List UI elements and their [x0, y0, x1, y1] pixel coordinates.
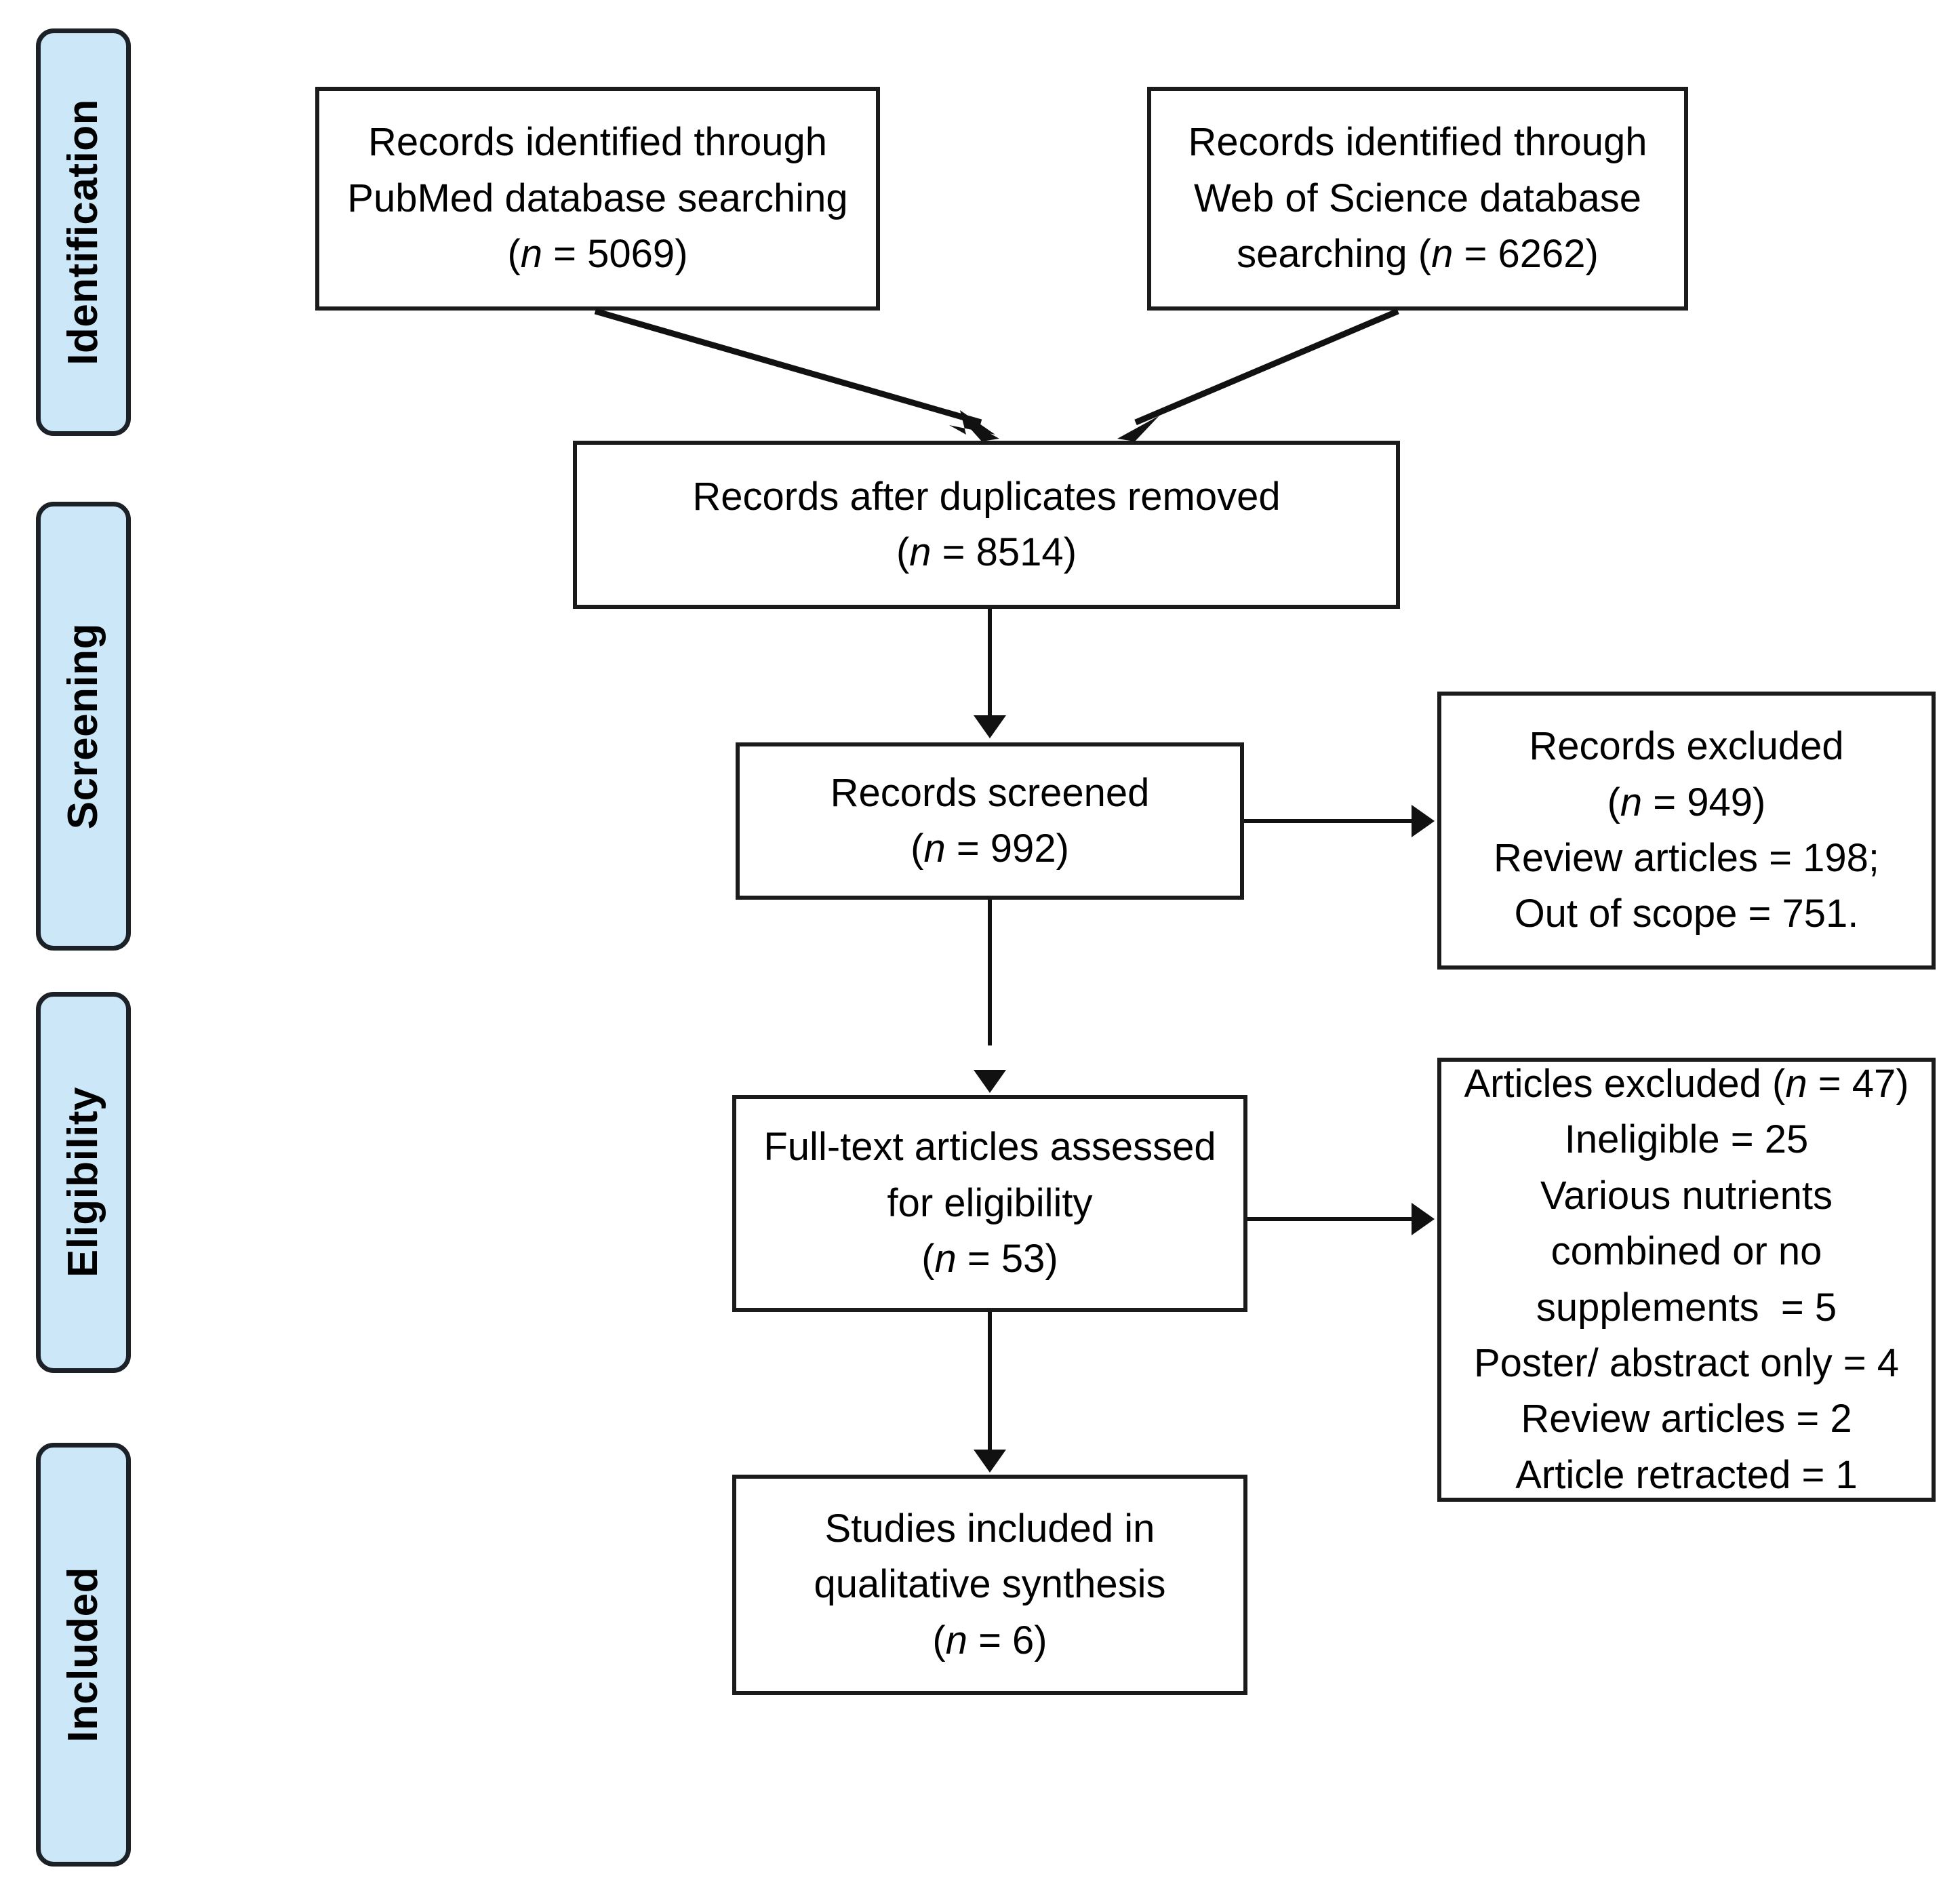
wos-line-2: Web of Science database [1194, 176, 1641, 220]
screened-count-line: (n = 992) [831, 821, 1150, 877]
pubmed-count-line: (n = 5069) [347, 226, 847, 282]
included-count-value: = 6) [967, 1618, 1047, 1662]
connector-duplicates-to-screened-line [988, 609, 992, 717]
records-excluded-count-value: = 949) [1642, 780, 1766, 824]
included-n-symbol: n [945, 1618, 967, 1662]
fulltext-count-value: = 53) [956, 1237, 1058, 1281]
records-excluded-reason-1: Review articles = 198; [1494, 836, 1879, 880]
articles-excluded-reason-2a: Various nutrients [1540, 1173, 1833, 1218]
connector-fulltext-to-articles-excluded-arrow [1412, 1203, 1435, 1235]
pubmed-n-symbol: n [520, 232, 543, 277]
screened-line-1: Records screened [830, 770, 1150, 815]
phase-label-screening: Screening [36, 502, 131, 951]
screened-paren-open: ( [911, 826, 924, 871]
records-excluded-n-symbol: n [1620, 780, 1643, 824]
pubmed-paren-open: ( [507, 232, 521, 277]
articles-excluded-count-line: Articles excluded (n = 47) [1464, 1056, 1908, 1112]
phase-label-eligibility: Eligibility [36, 992, 131, 1373]
phase-label-eligibility-text: Eligibility [60, 1087, 106, 1278]
phase-label-included: Included [36, 1443, 131, 1867]
articles-excluded-reason-2c: supplements = 5 [1536, 1285, 1837, 1330]
records-excluded-paren-open: ( [1607, 780, 1620, 824]
fulltext-line-2: for eligibility [887, 1180, 1093, 1225]
wos-paren-open: searching ( [1237, 232, 1432, 277]
connector-wos-to-duplicates [1092, 308, 1410, 447]
included-line-2: qualitative synthesis [814, 1562, 1166, 1607]
phase-label-included-text: Included [60, 1567, 106, 1742]
fulltext-line-1: Full-text articles assessed [763, 1125, 1216, 1170]
fulltext-paren-open: ( [921, 1237, 935, 1281]
wos-count-line: searching (n = 6262) [1188, 226, 1647, 282]
connector-fulltext-to-included-line [988, 1312, 992, 1451]
articles-excluded-n-symbol: n [1785, 1062, 1807, 1106]
pubmed-line-2: PubMed database searching [347, 176, 848, 220]
articles-excluded-count-value: = 47) [1807, 1062, 1909, 1106]
fulltext-count-line: (n = 53) [763, 1231, 1216, 1287]
duplicates-n-symbol: n [909, 530, 932, 574]
connector-screened-to-fulltext-line [988, 900, 992, 1045]
included-count-line: (n = 6) [814, 1613, 1165, 1669]
connector-pubmed-to-duplicates [583, 308, 1017, 447]
wos-count-value: = 6262) [1453, 232, 1599, 277]
included-paren-open: ( [932, 1618, 946, 1662]
box-records-identified-web-of-science: Records identified through Web of Scienc… [1147, 87, 1688, 311]
box-records-identified-pubmed: Records identified through PubMed databa… [315, 87, 880, 311]
connector-screened-to-excluded-line [1244, 819, 1414, 823]
duplicates-count-value: = 8514) [931, 530, 1077, 574]
screened-count-value: = 992) [945, 826, 1069, 871]
duplicates-line-1: Records after duplicates removed [692, 474, 1281, 519]
connector-fulltext-to-included-arrow [974, 1450, 1006, 1473]
pubmed-count-value: = 5069) [542, 232, 688, 277]
phase-label-identification: Identification [36, 28, 131, 436]
records-excluded-reason-2: Out of scope = 751. [1514, 892, 1859, 936]
connector-screened-to-fulltext-arrow [974, 1070, 1006, 1093]
duplicates-paren-open: ( [896, 530, 910, 574]
wos-n-symbol: n [1431, 232, 1454, 277]
box-studies-included: Studies included in qualitative synthesi… [732, 1475, 1247, 1695]
box-articles-excluded: Articles excluded (n = 47) Ineligible = … [1437, 1058, 1936, 1502]
screened-n-symbol: n [923, 826, 946, 871]
box-records-excluded: Records excluded (n = 949) Review articl… [1437, 692, 1936, 970]
box-records-after-duplicates-removed: Records after duplicates removed (n = 85… [573, 441, 1400, 609]
articles-excluded-reason-1: Ineligible = 25 [1564, 1117, 1809, 1162]
articles-excluded-reason-2b: combined or no [1551, 1229, 1822, 1274]
connector-screened-to-excluded-arrow [1412, 805, 1435, 837]
articles-excluded-reason-5: Article retracted = 1 [1515, 1452, 1858, 1497]
records-excluded-count-line: (n = 949) [1494, 775, 1879, 831]
pubmed-line-1: Records identified through [367, 120, 828, 165]
box-full-text-articles-assessed: Full-text articles assessed for eligibil… [732, 1095, 1247, 1312]
phase-label-screening-text: Screening [60, 622, 106, 830]
articles-excluded-reason-3: Poster/ abstract only = 4 [1473, 1340, 1900, 1385]
connector-fulltext-to-articles-excluded-line [1247, 1217, 1414, 1221]
records-excluded-line-1: Records excluded [1529, 724, 1844, 769]
phase-label-identification-text: Identification [60, 99, 106, 365]
fulltext-n-symbol: n [934, 1237, 957, 1281]
box-records-screened: Records screened (n = 992) [736, 742, 1244, 900]
articles-excluded-prefix: Articles excluded ( [1464, 1062, 1786, 1106]
articles-excluded-reason-4: Review articles = 2 [1521, 1397, 1852, 1441]
wos-line-1: Records identified through [1188, 120, 1647, 165]
included-line-1: Studies included in [824, 1506, 1155, 1551]
duplicates-count-line: (n = 8514) [692, 525, 1280, 580]
connector-duplicates-to-screened-arrow [974, 715, 1006, 738]
